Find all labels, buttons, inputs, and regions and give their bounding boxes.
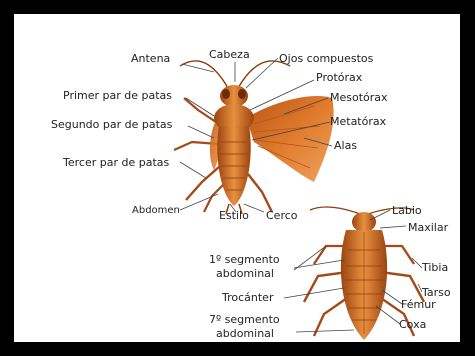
label-seg7-line2: abdominal bbox=[216, 328, 274, 341]
label-ojos-compuestos: Ojos compuestos bbox=[279, 53, 373, 66]
label-cabeza: Cabeza bbox=[209, 49, 250, 62]
label-labio: Labio bbox=[392, 205, 422, 218]
label-antena: Antena bbox=[131, 53, 170, 66]
label-cerco: Cerco bbox=[266, 210, 298, 223]
label-seg7-line1: 7º segmento bbox=[209, 314, 280, 327]
label-tibia: Tibia bbox=[422, 262, 448, 275]
label-mesotorax: Mesotórax bbox=[330, 92, 388, 105]
diagram-frame: Antena Cabeza Ojos compuestos Protórax P… bbox=[14, 14, 460, 342]
label-protorax: Protórax bbox=[316, 72, 362, 85]
label-metatorax: Metatórax bbox=[330, 116, 386, 129]
label-segundo-par-patas: Segundo par de patas bbox=[51, 119, 172, 132]
label-abdomen: Abdomen bbox=[132, 205, 180, 217]
label-seg1-line1: 1º segmento bbox=[209, 254, 280, 267]
label-primer-par-patas: Primer par de patas bbox=[63, 90, 172, 103]
label-seg1-line2: abdominal bbox=[216, 268, 274, 281]
label-trocanter: Trocánter bbox=[222, 292, 273, 305]
cockroach-dorsal bbox=[174, 61, 334, 214]
label-coxa: Coxa bbox=[399, 319, 426, 332]
label-maxilar: Maxilar bbox=[408, 222, 448, 235]
label-estilo: Estilo bbox=[219, 210, 249, 223]
label-femur: Fémur bbox=[401, 299, 436, 312]
label-alas: Alas bbox=[334, 140, 357, 153]
label-tercer-par-patas: Tercer par de patas bbox=[63, 157, 169, 170]
